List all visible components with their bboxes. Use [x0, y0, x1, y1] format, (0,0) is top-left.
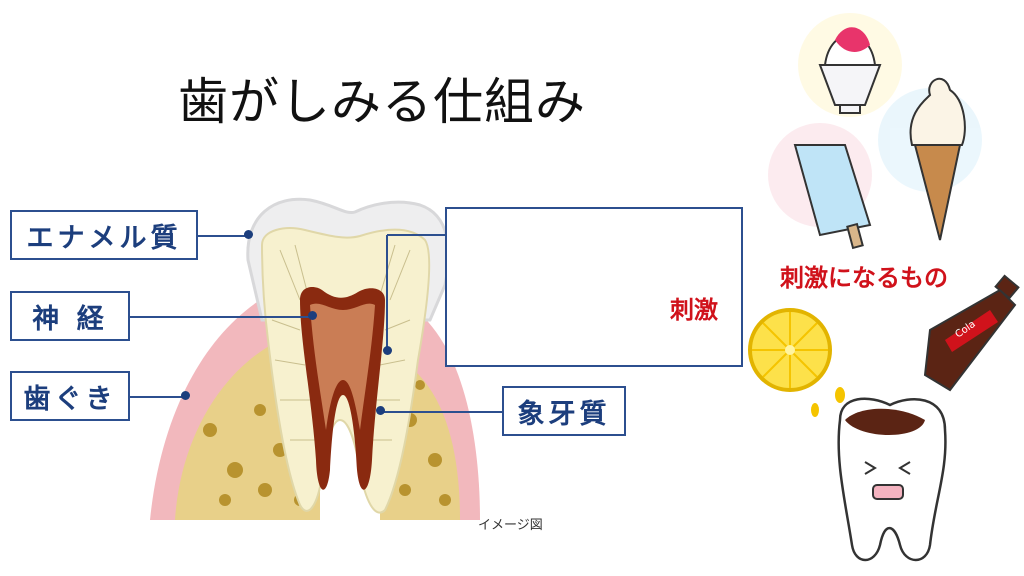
label-dentin-text: 象牙質	[517, 398, 611, 430]
pointer-dentin	[376, 406, 385, 415]
pulp-inner	[310, 303, 375, 430]
label-nerve: 神 経	[10, 291, 130, 341]
cola-bottle-icon: Cola	[923, 274, 1020, 392]
stimulus-label: 刺激	[670, 296, 718, 324]
pointer-gum	[181, 391, 190, 400]
label-nerve-text: 神 経	[32, 303, 108, 335]
label-enamel: エナメル質	[10, 210, 198, 260]
label-enamel-text: エナメル質	[26, 222, 182, 254]
inset-frame	[445, 207, 743, 367]
triggers-title: 刺激になるもの	[780, 264, 948, 292]
image-caption: イメージ図	[478, 518, 543, 533]
leader-gum	[130, 396, 185, 398]
leader-dentin	[380, 411, 502, 413]
pointer-inset	[383, 346, 392, 355]
label-gum: 歯ぐき	[10, 371, 130, 421]
label-gum-text: 歯ぐき	[23, 383, 117, 415]
shaved-ice-icon	[818, 27, 882, 114]
page-title: 歯がしみる仕組み	[178, 73, 586, 131]
leader-nerve	[130, 316, 310, 318]
ice-pop-icon	[793, 144, 872, 250]
pointer-enamel	[244, 230, 253, 239]
tooth-character-icon	[837, 397, 947, 562]
soft-serve-cone-icon	[909, 77, 966, 241]
label-dentin: 象牙質	[502, 386, 626, 436]
lemon-icon	[748, 308, 845, 417]
leader-enamel	[198, 235, 248, 237]
pointer-nerve	[308, 311, 317, 320]
